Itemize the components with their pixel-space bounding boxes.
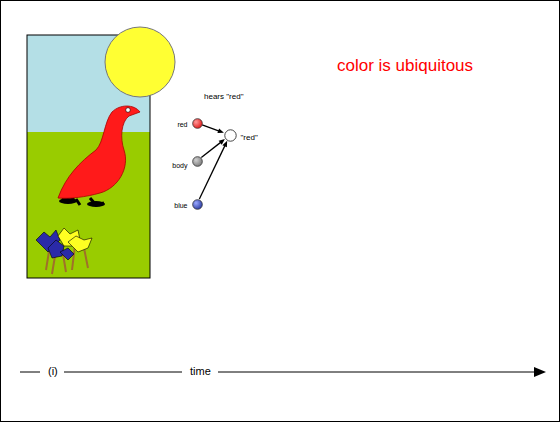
unit-label: red — [177, 121, 187, 128]
unit-label: "red" — [241, 134, 258, 142]
unit-circle: red — [192, 118, 203, 129]
circle-shape — [192, 156, 203, 167]
slide-title: color is ubiquitous — [337, 57, 473, 74]
grass — [27, 132, 150, 278]
circle-shape — [192, 118, 203, 129]
annotation: hears "red" — [204, 93, 243, 101]
connection-arrow — [199, 141, 227, 199]
unit-circle: "red" — [224, 129, 237, 142]
circle-shape — [224, 129, 237, 142]
unit-circle: body — [192, 156, 203, 167]
unit-label: body — [172, 162, 187, 169]
axis-label: (i) — [46, 366, 60, 377]
unit-label: blue — [174, 202, 187, 209]
connection-arrow — [201, 139, 225, 158]
flowers — [36, 228, 92, 274]
circle-shape — [192, 199, 203, 210]
axis-label: time — [188, 366, 213, 377]
sun — [105, 27, 175, 97]
connection-arrow — [202, 125, 224, 133]
bird — [58, 106, 140, 207]
time-axis — [20, 367, 546, 377]
unit-circle: blue — [192, 199, 203, 210]
